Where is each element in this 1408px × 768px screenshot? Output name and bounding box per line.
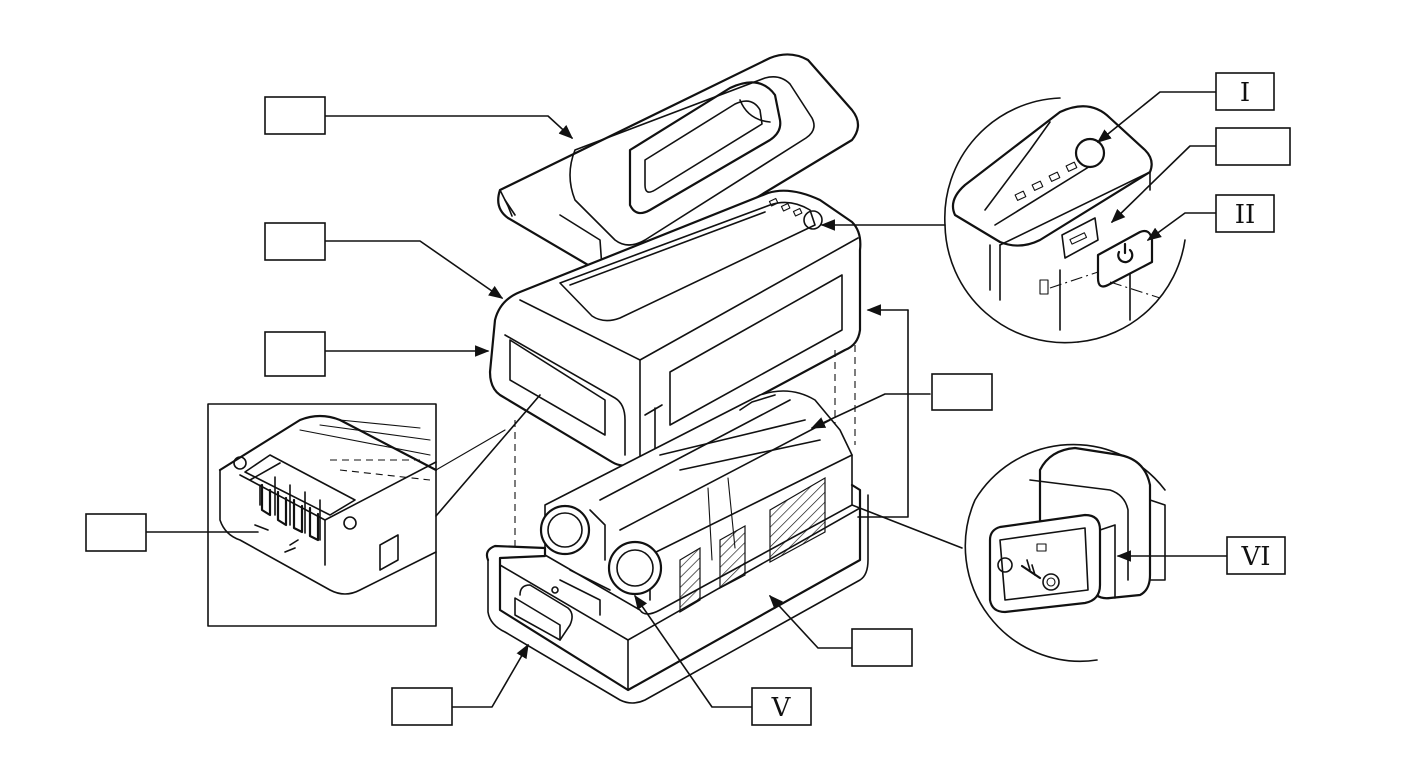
bottom-tray	[485, 483, 869, 704]
callout-box-upper-housing	[264, 222, 326, 261]
callout-vi-label: VI	[1240, 542, 1270, 572]
callout-box-contacts	[85, 513, 147, 552]
callout-vi: VI	[1226, 536, 1286, 575]
callout-v: V	[751, 687, 812, 726]
battery-cell-pack	[539, 390, 853, 615]
callout-box-tray	[851, 628, 913, 667]
upper-housing	[488, 189, 862, 467]
callout-ii: II	[1215, 194, 1275, 233]
callout-i: I	[1215, 72, 1275, 111]
button-detail-circle	[944, 97, 1186, 344]
top-handle-lid	[497, 53, 860, 278]
callout-box-side-panel	[264, 331, 326, 377]
connector-detail-circle	[964, 443, 1166, 663]
callout-box-handle	[264, 96, 326, 135]
callout-box-latch	[391, 687, 453, 726]
leader-lines	[145, 91, 1228, 708]
callout-box-cells	[931, 373, 993, 411]
callout-ii-label: II	[1235, 200, 1256, 230]
callout-box-usb	[1215, 127, 1291, 166]
contact-inset	[207, 394, 541, 627]
callout-v-label: V	[771, 693, 792, 723]
callout-i-label: I	[1240, 78, 1250, 108]
